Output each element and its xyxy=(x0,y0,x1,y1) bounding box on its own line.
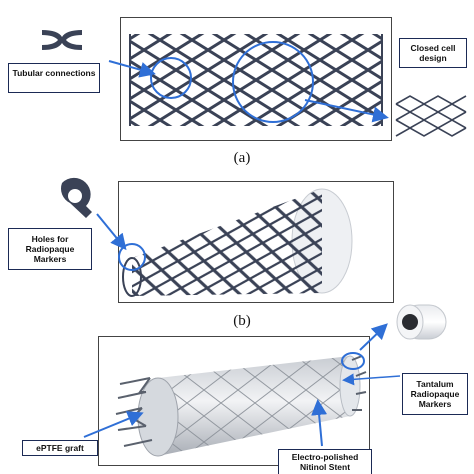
stent-mesh-icon xyxy=(395,95,467,137)
tubular-connector-icon xyxy=(42,30,82,50)
stent-near-end xyxy=(122,257,142,297)
caption-b: (b) xyxy=(233,313,251,329)
cylindrical-stent-mesh xyxy=(132,189,322,296)
arrow-eptfe xyxy=(83,411,144,438)
arrow-tantalum-label xyxy=(342,373,401,386)
marker-hole-highlight xyxy=(118,243,146,271)
label-tantalum-markers: Tantalum Radiopaque Markers xyxy=(402,373,468,415)
panel-c xyxy=(98,336,370,466)
flat-stent-mesh xyxy=(130,34,382,126)
arrow-nitinol xyxy=(311,399,328,447)
covered-stent-graft xyxy=(115,355,367,457)
tantalum-marker-icon xyxy=(396,304,447,340)
panel-a xyxy=(120,17,392,141)
arrow-tubular xyxy=(108,60,156,78)
arrow-marker-hole xyxy=(96,213,127,251)
marker-hole-icon xyxy=(60,177,92,218)
caption-a: (a) xyxy=(233,150,251,166)
arrow-closed-cell xyxy=(304,99,389,123)
label-closed-cell-design: Closed cell design xyxy=(399,38,467,68)
tantalum-marker-highlight xyxy=(341,352,365,370)
label-eptfe-graft: ePTFE graft xyxy=(22,440,98,456)
tubular-connection-highlight xyxy=(150,57,192,99)
arrow-tantalum xyxy=(359,323,388,351)
label-nitinol-stent: Electro-polished Nitinol Stent xyxy=(278,449,372,474)
label-holes-radiopaque: Holes for Radiopaque Markers xyxy=(8,228,92,270)
label-tubular-connections: Tubular connections xyxy=(8,63,100,93)
closed-cell-highlight xyxy=(232,41,314,123)
